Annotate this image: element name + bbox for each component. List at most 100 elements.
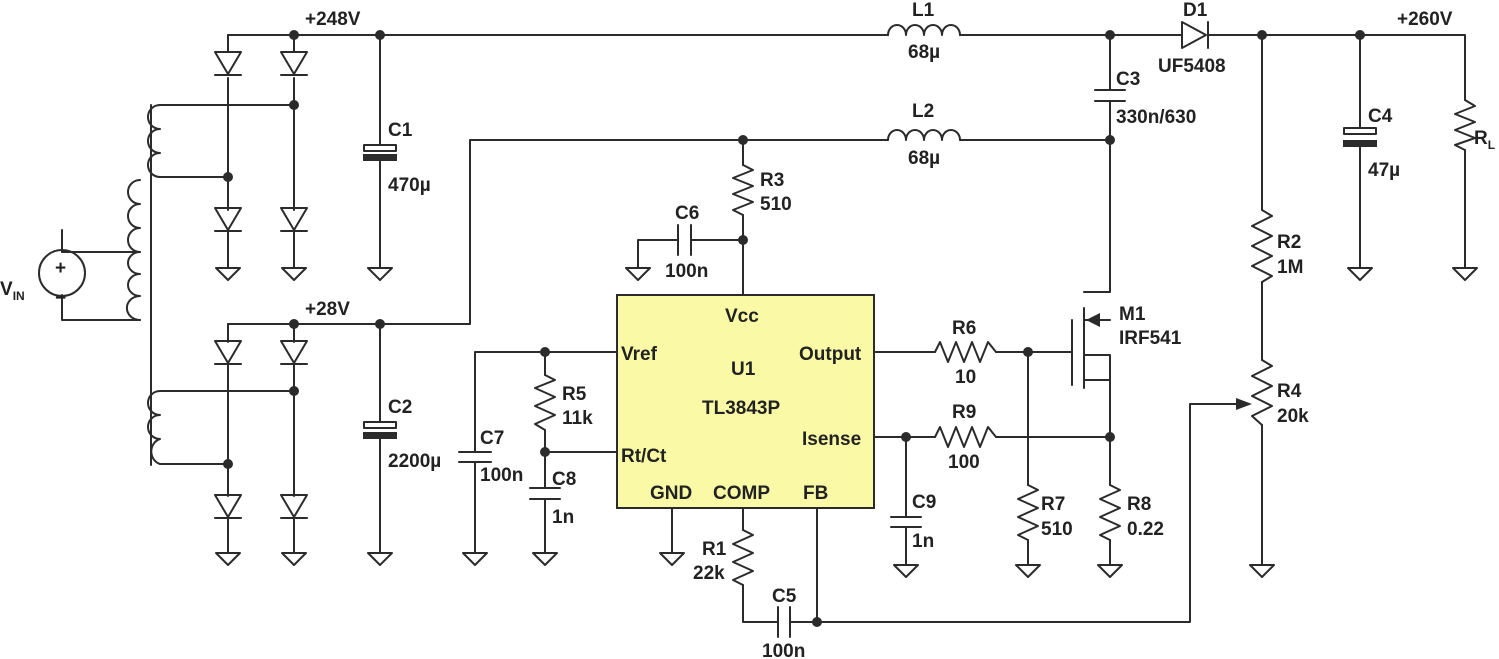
capacitor-c1 xyxy=(363,144,397,161)
label-c6-value: 100n xyxy=(665,261,708,282)
label-l2-value: 68µ xyxy=(908,148,940,169)
label-r6-ref: R6 xyxy=(952,318,976,339)
ground-symbol xyxy=(367,267,393,281)
label-r2-ref: R2 xyxy=(1277,232,1301,253)
resistor-r4 xyxy=(1251,359,1273,426)
label-l1-ref: L1 xyxy=(912,0,935,21)
ground-symbol xyxy=(367,552,393,566)
ic-pin-output: Output xyxy=(799,344,862,365)
label-r9-ref: R9 xyxy=(952,402,976,423)
capacitor-c2 xyxy=(363,421,397,439)
ground-symbol xyxy=(281,267,307,281)
resistor-r7 xyxy=(1017,484,1039,541)
ic-pin-rtct: Rt/Ct xyxy=(621,446,667,467)
ic-pin-vcc: Vcc xyxy=(725,306,759,327)
label-r1-ref: R1 xyxy=(702,539,727,560)
resistor-r1 xyxy=(732,529,754,586)
voltage-source-label: VIN xyxy=(0,279,25,303)
label-d1-ref: D1 xyxy=(1183,0,1208,21)
label-r4-ref: R4 xyxy=(1277,381,1302,402)
voltage-source-plus: + xyxy=(55,258,66,279)
ic-pin-gnd: GND xyxy=(650,483,692,504)
junction-dots xyxy=(223,30,1365,627)
label-c9-value: 1n xyxy=(912,531,934,552)
label-c3-ref: C3 xyxy=(1116,69,1140,90)
voltage-source-symbol xyxy=(38,249,86,297)
label-c4-ref: C4 xyxy=(1368,106,1393,127)
label-r5-value: 11k xyxy=(562,408,593,429)
label-c5-value: 100n xyxy=(762,641,805,659)
diode-upper-right-top xyxy=(280,51,308,76)
label-c2-ref: C2 xyxy=(388,397,412,418)
resistor-rl xyxy=(1454,99,1476,151)
rail-label-28v: +28V xyxy=(305,299,350,320)
label-c1-value: 470µ xyxy=(388,175,431,196)
label-l2-ref: L2 xyxy=(912,101,934,122)
ground-symbol xyxy=(462,552,488,566)
capacitor-c9 xyxy=(890,516,922,528)
capacitor-c4 xyxy=(1343,127,1377,147)
label-rl: RL xyxy=(1474,128,1495,152)
label-r1-value: 22k xyxy=(693,563,725,584)
label-r2-value: 1M xyxy=(1277,257,1303,278)
ic-pin-comp: COMP xyxy=(713,483,770,504)
inductor-l1 xyxy=(887,24,961,36)
resistor-r2 xyxy=(1251,209,1273,283)
label-r4-value: 20k xyxy=(1277,406,1309,427)
label-r5-ref: R5 xyxy=(562,384,587,405)
label-c7-ref: C7 xyxy=(480,428,504,449)
capacitor-c7 xyxy=(458,451,492,463)
label-c8-value: 1n xyxy=(552,507,574,528)
capacitor-c6 xyxy=(677,224,692,256)
label-r7-ref: R7 xyxy=(1041,494,1065,515)
label-d1-value: UF5408 xyxy=(1158,56,1226,77)
ic-ref: U1 xyxy=(731,359,756,380)
ic-part: TL3843P xyxy=(702,398,780,419)
capacitor-c5 xyxy=(777,606,791,638)
resistor-r6 xyxy=(934,341,997,363)
ground-symbol xyxy=(1097,564,1123,578)
label-r8-ref: R8 xyxy=(1127,494,1151,515)
ground-symbol xyxy=(1015,564,1041,578)
ground-symbol xyxy=(659,552,685,566)
ic-pin-fb: FB xyxy=(803,483,828,504)
diode-lower-right-top xyxy=(280,340,308,365)
label-l1-value: 68µ xyxy=(908,42,940,63)
diode-upper-left-bottom xyxy=(214,207,242,232)
ground-symbol xyxy=(215,552,241,566)
rail-label-248v: +248V xyxy=(305,9,361,30)
diode-lower-right-bottom xyxy=(280,494,308,519)
label-r9-value: 100 xyxy=(948,452,980,473)
ground-symbol xyxy=(1249,564,1275,578)
ground-symbol xyxy=(215,267,241,281)
ground-symbol xyxy=(281,552,307,566)
label-c1-ref: C1 xyxy=(388,120,413,141)
label-c8-ref: C8 xyxy=(552,469,576,490)
label-r7-value: 510 xyxy=(1041,519,1073,540)
label-c5-ref: C5 xyxy=(772,586,797,607)
ic-u1-body xyxy=(616,294,875,509)
inductor-l2 xyxy=(887,129,961,141)
transformer-primary-winding xyxy=(125,179,141,321)
label-m1-value: IRF541 xyxy=(1119,328,1182,349)
ic-pin-vref: Vref xyxy=(621,344,658,365)
label-c7-value: 100n xyxy=(480,465,523,486)
mosfet-m1 xyxy=(1083,307,1100,389)
capacitor-c8 xyxy=(529,487,561,500)
rail-label-260v: +260V xyxy=(1397,9,1453,30)
label-c6-ref: C6 xyxy=(675,203,699,224)
diode-lower-left-top xyxy=(214,340,242,365)
resistor-r8 xyxy=(1099,484,1121,541)
label-r6-value: 10 xyxy=(955,367,976,388)
voltage-source-minus: − xyxy=(55,288,66,309)
label-c3-value: 330n/630 xyxy=(1116,107,1196,128)
ground-symbol xyxy=(1452,267,1478,281)
resistor-r9 xyxy=(934,426,997,448)
ground-symbol xyxy=(532,552,558,566)
diode-d1 xyxy=(1181,21,1209,49)
diode-upper-right-bottom xyxy=(280,207,308,232)
potentiometer-wiper-arrow xyxy=(1236,398,1252,410)
resistor-r5 xyxy=(534,374,556,431)
capacitor-c3 xyxy=(1094,89,1126,102)
